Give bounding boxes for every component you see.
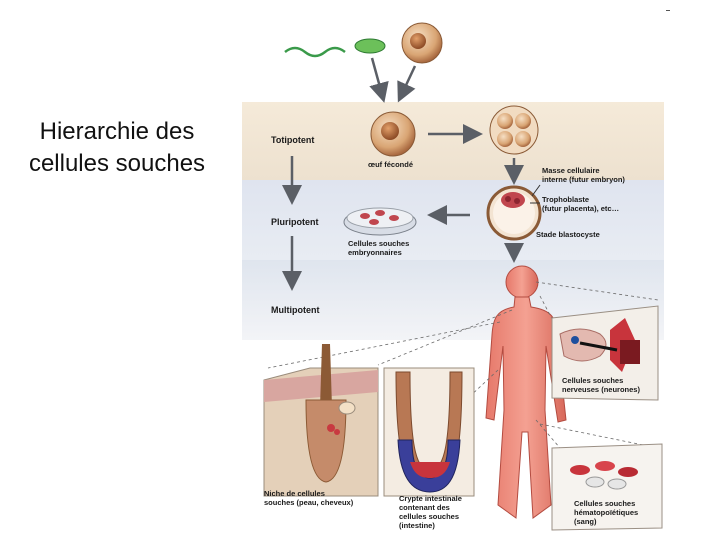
stage-pluripotent: Pluripotent — [271, 217, 319, 227]
intestine-panel — [384, 368, 474, 496]
arrow-egg — [400, 66, 415, 98]
label-neural-cells: Cellules souches nerveuses (neurones) — [562, 376, 640, 394]
label-inner-mass: Masse cellulaire interne (futur embryon) — [542, 166, 625, 184]
skin-panel — [264, 344, 378, 496]
blastocyst-icon — [488, 187, 540, 239]
label-fertilized-egg: œuf fécondé — [368, 160, 413, 169]
label-trophoblast: Trophoblaste (futur placenta), etc… — [542, 195, 619, 213]
arrow-sperm — [372, 58, 383, 98]
oocyte-icon — [402, 23, 442, 63]
petri-dish-icon — [344, 208, 416, 235]
label-intestinal-crypt: Crypte intestinale contenant des cellule… — [399, 494, 462, 530]
four-cell-embryo-icon — [490, 106, 538, 154]
label-embryonic-cells: Cellules souches embryonnaires — [348, 239, 409, 257]
stage-totipotent: Totipotent — [271, 135, 314, 145]
label-skin-niche: Niche de cellules souches (peau, cheveux… — [264, 489, 353, 507]
pointer-inner-mass — [532, 185, 540, 196]
sperm-icon — [285, 39, 385, 56]
stage-multipotent: Multipotent — [271, 305, 320, 315]
label-blood-cells: Cellules souches hématopoïétiques (sang) — [574, 499, 638, 526]
label-blastocyst: Stade blastocyste — [536, 230, 600, 239]
fertilized-egg-icon — [371, 112, 415, 156]
